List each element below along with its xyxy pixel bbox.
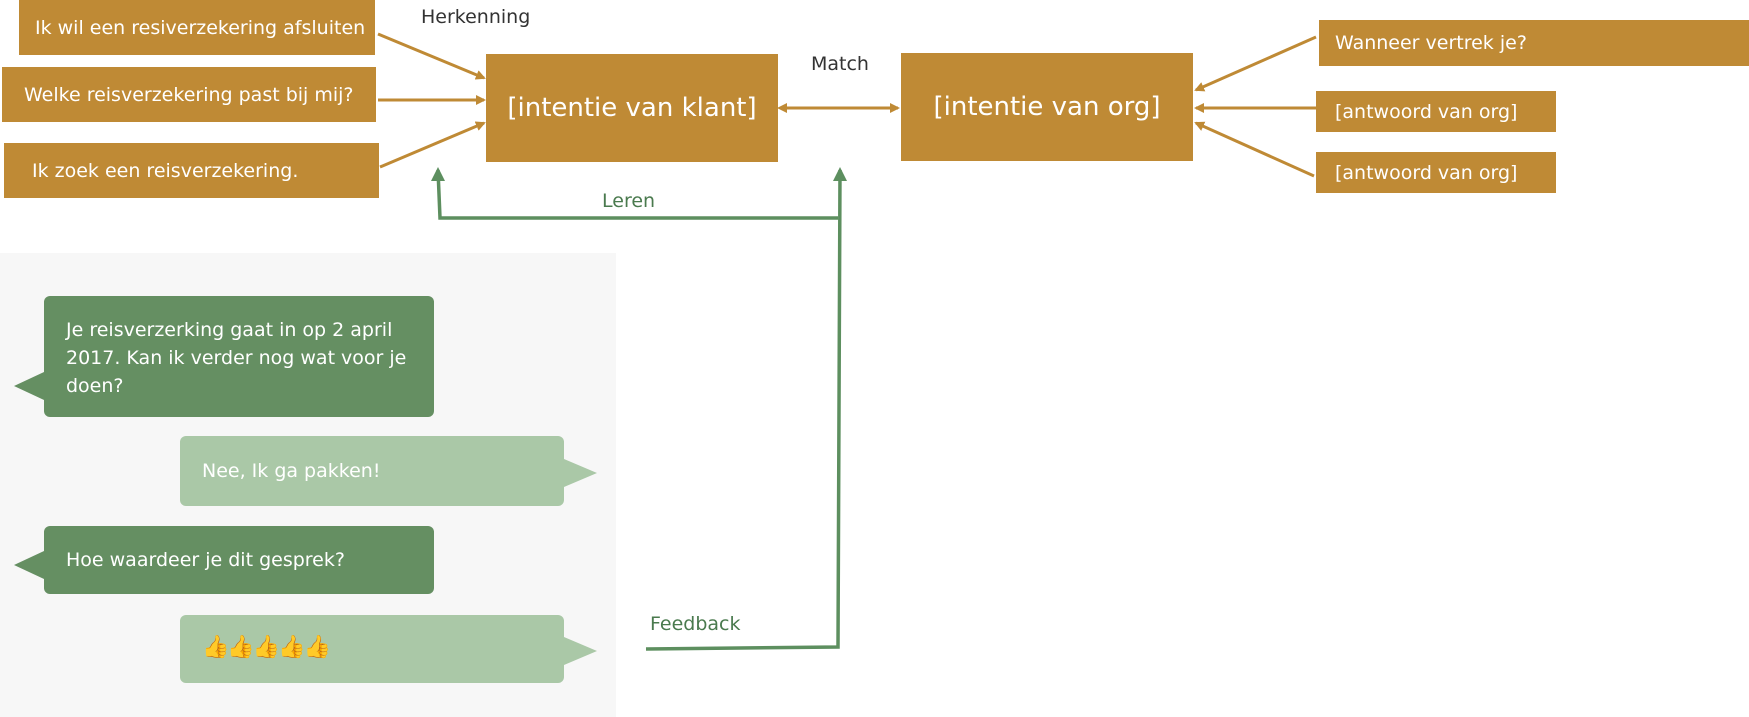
arrow-response-1 xyxy=(1194,35,1317,92)
bot-message: Je reisverzerking gaat in op 2 april 201… xyxy=(44,296,434,417)
feedback-arrow xyxy=(645,167,847,651)
arrow-response-3 xyxy=(1194,121,1315,178)
org-response-text: [antwoord van org] xyxy=(1335,161,1518,184)
org-response-box: [antwoord van org] xyxy=(1316,152,1556,193)
org-intent-text: [intentie van org] xyxy=(933,92,1161,122)
customer-utterance-text: Ik zoek een reisverzekering. xyxy=(32,159,299,182)
customer-intent-text: [intentie van klant] xyxy=(507,93,757,123)
customer-intent-box: [intentie van klant] xyxy=(486,54,778,162)
org-intent-box: [intentie van org] xyxy=(901,53,1193,161)
feedback-label: Feedback xyxy=(650,613,741,635)
arrow-utterance-3 xyxy=(379,121,486,169)
learn-arrow xyxy=(431,167,838,220)
org-response-box: [antwoord van org] xyxy=(1316,91,1556,132)
arrow-utterance-1 xyxy=(377,32,486,80)
recognition-label: Herkenning xyxy=(421,6,531,28)
org-response-box: Wanneer vertrek je? xyxy=(1319,20,1749,66)
org-response-text: Wanneer vertrek je? xyxy=(1335,32,1527,54)
user-message: Nee, Ik ga pakken! xyxy=(180,436,564,506)
user-bubble-tail xyxy=(564,637,597,665)
bot-message-text: Hoe waardeer je dit gesprek? xyxy=(66,549,345,571)
org-response-text: [antwoord van org] xyxy=(1335,100,1518,123)
customer-utterance-box: Ik zoek een reisverzekering. xyxy=(4,143,379,198)
customer-utterance-box: Welke reisverzekering past bij mij? xyxy=(2,67,376,122)
thumbs-up-icon: 👍👍👍👍👍 xyxy=(202,635,331,660)
bot-message: Hoe waardeer je dit gesprek? xyxy=(44,526,434,594)
user-rating-message: 👍👍👍👍👍 xyxy=(180,615,564,683)
bot-message-text: Je reisverzerking gaat in op 2 april 201… xyxy=(66,319,407,397)
user-bubble-tail xyxy=(564,459,597,487)
learn-label: Leren xyxy=(602,190,656,212)
bot-bubble-tail xyxy=(14,372,44,400)
customer-utterance-text: Welke reisverzekering past bij mij? xyxy=(24,83,354,106)
customer-utterance-text: Ik wil een resiverzekering afsluiten xyxy=(35,16,366,39)
match-label: Match xyxy=(811,53,869,75)
bot-bubble-tail xyxy=(14,551,44,579)
user-message-text: Nee, Ik ga pakken! xyxy=(202,460,381,482)
customer-utterance-box: Ik wil een resiverzekering afsluiten xyxy=(19,0,375,55)
